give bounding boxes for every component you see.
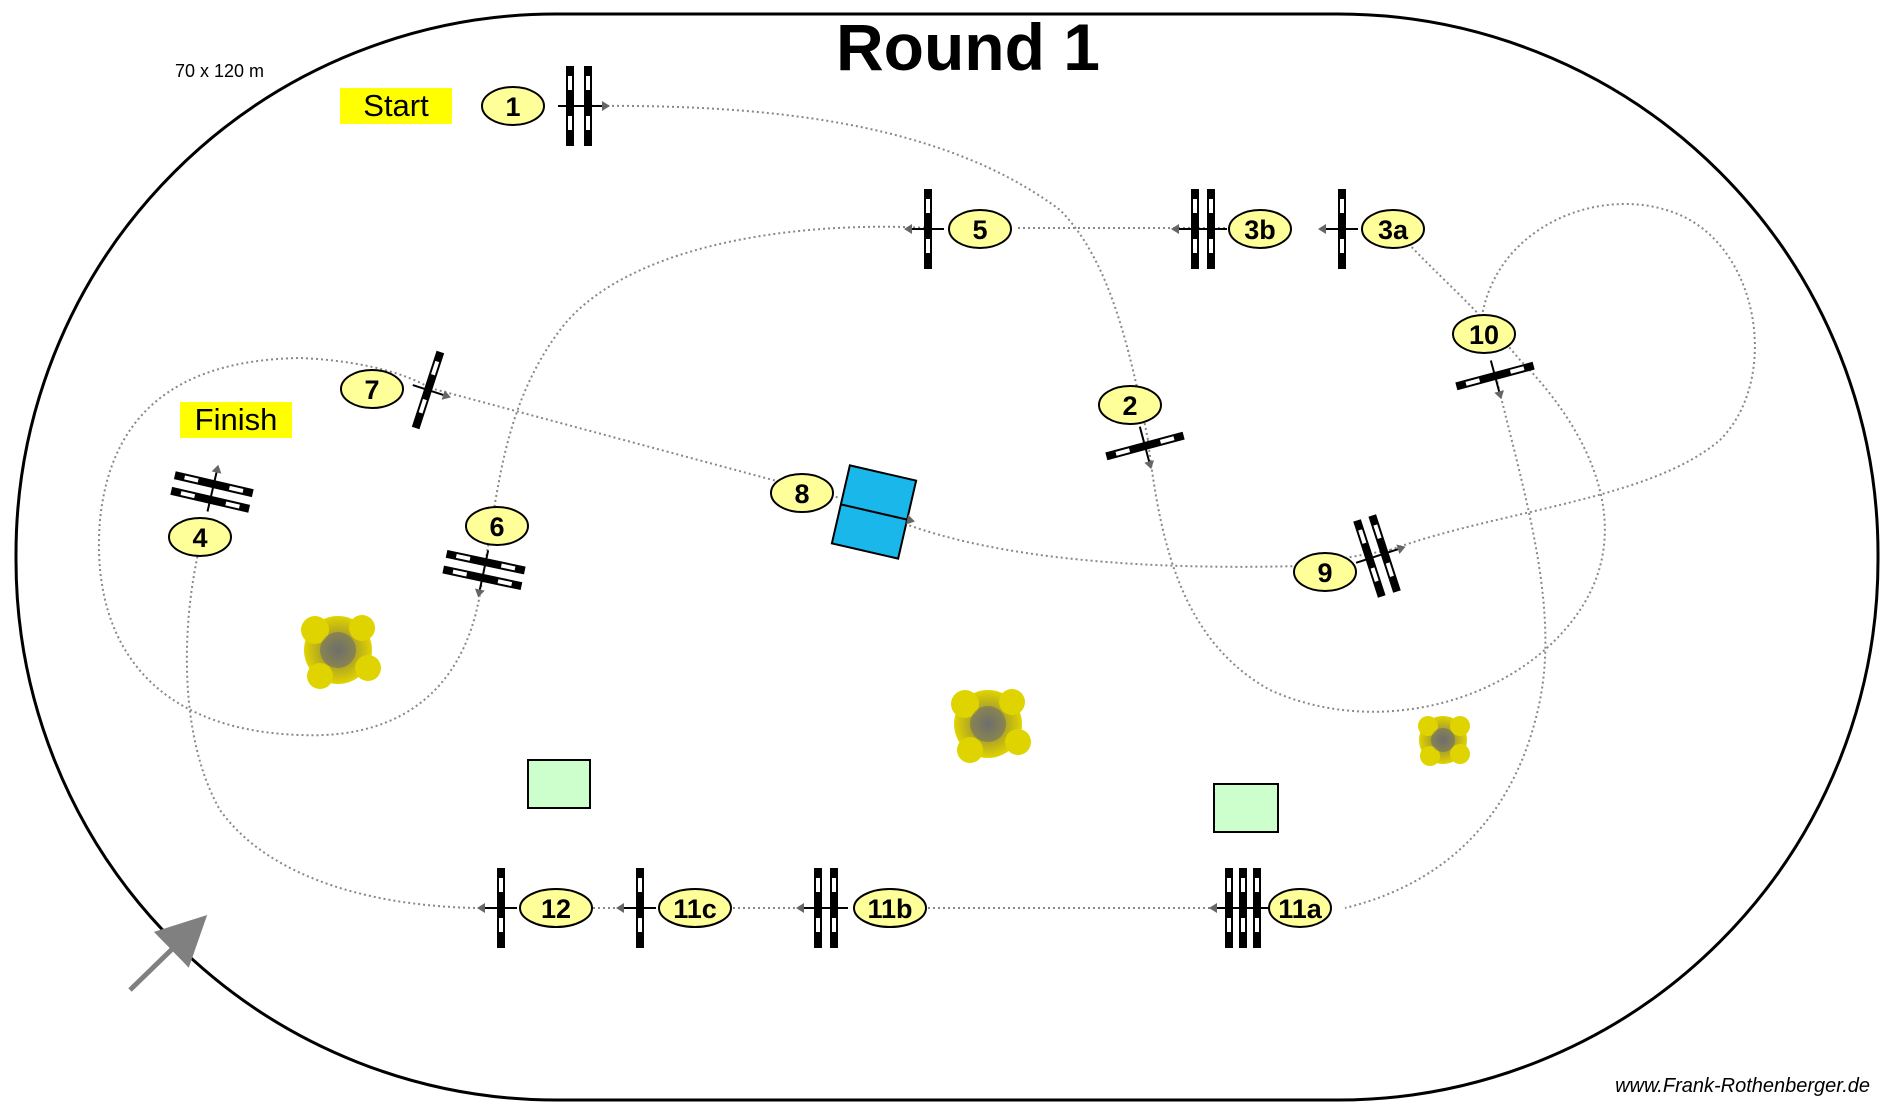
obstacle-11b-number: 11c <box>673 894 717 924</box>
oxer-fence-icon <box>796 868 848 948</box>
course-track <box>98 104 1756 910</box>
obstacle-12-number: 4 <box>192 523 207 553</box>
obstacle-1: 1 <box>481 66 610 146</box>
oxer-fence-icon <box>558 66 610 146</box>
obstacle-11a: 11b <box>796 868 927 948</box>
obstacle-2: 2 <box>1098 385 1185 470</box>
water-jump-icon <box>830 464 918 560</box>
obstacle-11c: 12 <box>477 868 593 948</box>
svg-text:Finish: Finish <box>195 402 278 437</box>
obstacle-11c-number: 12 <box>541 894 571 924</box>
bush-icon <box>951 689 1031 763</box>
obstacle-11b: 11c <box>616 868 732 948</box>
arena-size: 70 x 120 m <box>175 61 264 81</box>
oxer-fence-icon <box>442 549 526 598</box>
start-label: Start <box>340 88 452 124</box>
obstacle-3b-number: 3b <box>1244 215 1276 245</box>
obstacle-6-number: 7 <box>364 375 379 405</box>
obstacle-10: 11a <box>1209 868 1332 948</box>
obstacle-9: 10 <box>1452 314 1535 400</box>
obstacle-3a: 3a <box>1318 189 1425 269</box>
triple-bar-fence-icon <box>1209 868 1269 948</box>
obstacle-4-number: 5 <box>972 215 987 245</box>
obstacle-9-number: 10 <box>1469 320 1499 350</box>
vertical-fence-icon <box>1318 189 1358 269</box>
obstacle-5-number: 6 <box>489 512 504 542</box>
bush-icon <box>301 615 381 689</box>
obstacle-8: 9 <box>1293 514 1406 598</box>
obstacle-4: 5 <box>904 189 1012 269</box>
vertical-fence-icon <box>904 189 944 269</box>
vertical-fence-icon <box>1105 426 1185 470</box>
obstacle-7: 8 <box>770 464 918 560</box>
vertical-fence-icon <box>411 350 451 430</box>
finish-label: Finish <box>180 402 292 438</box>
bush-icon <box>1418 716 1470 766</box>
obstacle-5: 6 <box>442 506 529 598</box>
arena-outline <box>14 12 1880 1102</box>
oxer-fence-icon <box>1171 189 1227 269</box>
oxer-fence-icon <box>1353 514 1406 598</box>
obstacle-3b: 3b <box>1171 189 1292 269</box>
page-title: Round 1 <box>836 10 1100 84</box>
obstacle-10-number: 11a <box>1278 894 1323 924</box>
obstacle-11a-number: 11b <box>867 894 912 924</box>
plant-box-icon <box>1213 783 1279 833</box>
oxer-fence-icon <box>170 464 254 513</box>
obstacle-8-number: 9 <box>1317 558 1332 588</box>
obstacle-3a-number: 3a <box>1378 215 1409 245</box>
obstacle-7-number: 8 <box>794 479 809 509</box>
direction-arrow-icon <box>128 915 208 992</box>
obstacle-6: 7 <box>340 350 451 430</box>
svg-text:Start: Start <box>363 88 429 123</box>
obstacle-2-number: 2 <box>1122 391 1137 421</box>
vertical-fence-icon <box>477 868 517 948</box>
obstacle-12: 4 <box>168 464 254 557</box>
vertical-fence-icon <box>616 868 656 948</box>
plant-box-icon <box>527 759 591 809</box>
obstacle-1-number: 1 <box>505 92 520 122</box>
credit-link[interactable]: www.Frank-Rothenberger.de <box>1615 1075 1870 1097</box>
vertical-fence-icon <box>1455 360 1535 400</box>
